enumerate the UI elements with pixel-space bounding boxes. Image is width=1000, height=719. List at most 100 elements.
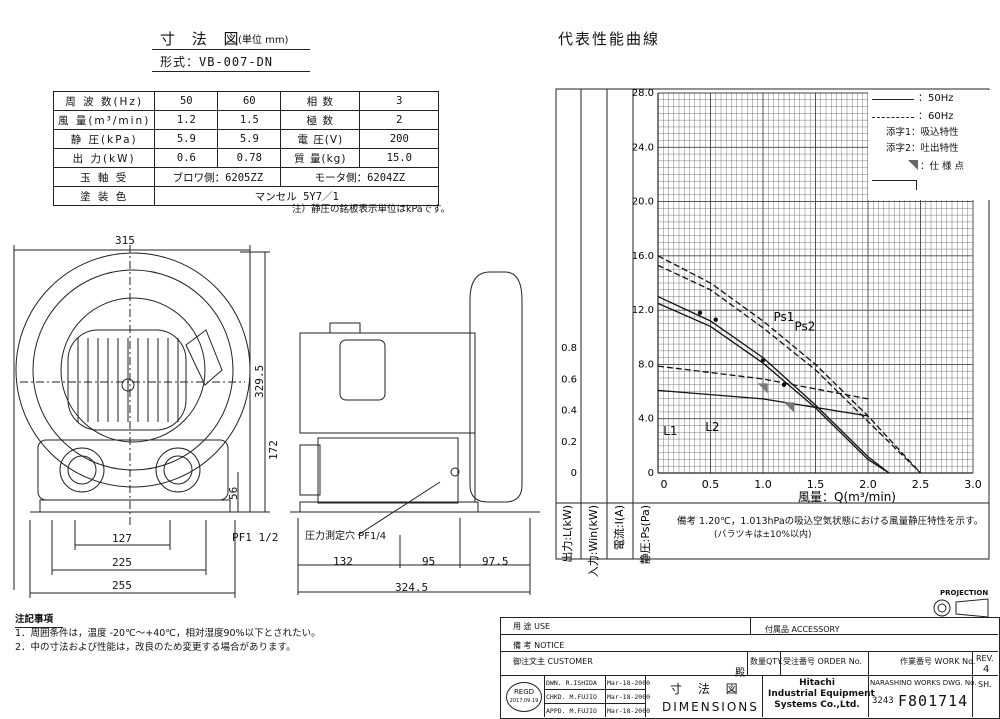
spec-cell-v2: 2 bbox=[359, 110, 440, 130]
spec-cell-label: 風 量(m³/min) bbox=[52, 110, 156, 130]
dim-127: 127 bbox=[112, 532, 132, 545]
spec-cell-label2: 相 数 bbox=[280, 91, 361, 111]
rev-label: REV. bbox=[976, 654, 994, 663]
spec-cell-label: 周 波 数(Hz) bbox=[52, 91, 156, 111]
notice-label: 備 考 NOTICE bbox=[513, 641, 565, 650]
legend-spec-point: ：仕 様 点 bbox=[920, 161, 965, 172]
rev-value: 4 bbox=[983, 664, 990, 675]
spec-cell-label: 出 力(kW) bbox=[52, 148, 156, 168]
spec-cell-v2: 15.0 bbox=[359, 148, 440, 168]
x-axis-label: 風量：Q(m³/min) bbox=[798, 490, 896, 504]
dimension-drawing bbox=[13, 245, 540, 598]
ps-tick-label: 8.0 bbox=[638, 359, 654, 370]
spec-point-icon bbox=[908, 160, 918, 170]
drawing-title-jp: 寸 法 図 bbox=[670, 682, 744, 696]
x-tick-label: 2.5 bbox=[912, 478, 930, 491]
ps-tick-label: 4.0 bbox=[638, 414, 654, 425]
chart-frame bbox=[555, 88, 990, 560]
dim-95: 95 bbox=[422, 555, 436, 568]
data-point bbox=[760, 358, 766, 363]
dim-56: 56 bbox=[227, 486, 240, 500]
projection-label: PROJECTION bbox=[940, 589, 989, 597]
spec-cell-v60: 5.9 bbox=[217, 129, 282, 149]
qty-label: 数量QTY. bbox=[750, 657, 783, 666]
power-tick-label: 0.8 bbox=[561, 343, 577, 354]
dim-132: 132 bbox=[333, 555, 353, 568]
dim-255: 255 bbox=[112, 579, 132, 592]
bearing-motor: モータ側：6204ZZ bbox=[280, 167, 440, 187]
dwg-number: F801714 bbox=[898, 692, 969, 710]
pressure-port-label: 圧力測定穴 PF1/4 bbox=[305, 531, 387, 542]
legend-50hz: ：50Hz bbox=[918, 93, 954, 104]
spec-cell-label2: 極 数 bbox=[280, 110, 361, 130]
customer-label: 御注文主 CUSTOMER bbox=[513, 657, 593, 666]
y-axis-label: 入力:Win(kW) bbox=[587, 505, 600, 577]
notes-title: 注記事項 bbox=[15, 614, 54, 625]
paint-label: 塗 装 色 bbox=[52, 186, 156, 206]
sheet-label: SH. bbox=[978, 680, 992, 689]
note-item-1: 1．周囲条件は，温度 -20℃～+40℃，相対湿度90%以下とされたい。 bbox=[15, 628, 321, 639]
chart-legend: ：50Hz ：60Hz 添字1：吸込特性 添字2：吐出特性 ：仕 様 点 bbox=[868, 90, 990, 200]
curve-label: L2 bbox=[705, 420, 719, 434]
curve-L1-50Hz bbox=[657, 389, 869, 417]
power-tick-label: 0 bbox=[571, 468, 577, 479]
spec-cell-v60: 1.5 bbox=[217, 110, 282, 130]
x-tick-label: 0 bbox=[661, 478, 668, 491]
pf-label: PF1 1/2 bbox=[232, 531, 279, 544]
dwn-row: DWN. R.ISHIDA bbox=[546, 679, 597, 687]
x-tick-label: 1.5 bbox=[807, 478, 825, 491]
dwn-date: Mar-18-2000 bbox=[607, 679, 651, 687]
performance-chart: 4.08.012.016.020.024.028.000.20.40.60.80… bbox=[555, 88, 990, 577]
dim-324-5: 324.5 bbox=[395, 581, 429, 594]
spec-cell-v50: 1.2 bbox=[154, 110, 219, 130]
spec-note: 注）静圧の銘板表示単位はkPaです。 bbox=[292, 204, 451, 215]
data-point bbox=[713, 317, 718, 322]
dono-label: 殿 bbox=[735, 668, 745, 679]
x-tick-label: 1.0 bbox=[754, 478, 772, 491]
spec-row: 塗 装 色マンセル 5Y7／1 bbox=[52, 186, 440, 206]
works-label: NARASHINO WORKS DWG. No. bbox=[870, 679, 977, 687]
curve-Ps1-50Hz bbox=[657, 295, 890, 474]
power-tick-label: 0.6 bbox=[561, 374, 577, 385]
model-underline bbox=[152, 71, 310, 72]
curve-Ps1-60Hz bbox=[657, 255, 921, 474]
x-tick-label: 0.5 bbox=[702, 478, 720, 491]
regd-stamp: REGD 2017.09.19 bbox=[506, 682, 542, 712]
legend-suffix2: 添字2：吐出特性 bbox=[886, 143, 959, 154]
bearing-blower: ブロワ側：6205ZZ bbox=[154, 167, 282, 187]
legend-60hz: ：60Hz bbox=[918, 111, 954, 122]
motor-body bbox=[299, 332, 476, 434]
use-label: 用 途 USE bbox=[513, 622, 551, 631]
power-tick-label: 0.4 bbox=[561, 406, 577, 417]
spec-cell-v50: 0.6 bbox=[154, 148, 219, 168]
data-point bbox=[781, 382, 787, 387]
spec-cell-label2: 電 圧(V) bbox=[280, 129, 361, 149]
curve-label: Ps1 bbox=[774, 310, 795, 324]
inlet-port-left bbox=[59, 447, 105, 493]
data-point bbox=[697, 310, 703, 316]
ps-tick-label: 16.0 bbox=[632, 251, 654, 262]
dwg-prefix: 3243 bbox=[872, 696, 894, 706]
ps-tick-label: 20.0 bbox=[632, 197, 654, 208]
spec-cell-v2: 3 bbox=[359, 91, 440, 111]
chart-note-1: 備考 1.20℃，1.013hPaの吸込空気状態における風量静圧特性を示す。 bbox=[677, 516, 984, 527]
dimension-unit: (単位 mm) bbox=[238, 35, 289, 46]
title-underline bbox=[152, 49, 310, 50]
spec-cell-v50: 5.9 bbox=[154, 129, 219, 149]
appd-row: APPD. M.FUJIO bbox=[546, 707, 597, 715]
spec-cell-v50: 50 bbox=[154, 91, 219, 111]
note-item-2: 2．中の寸法および性能は，改良のため変更する場合があります。 bbox=[15, 642, 296, 653]
y-axis-label: 静圧:Ps(Pa) bbox=[638, 505, 652, 564]
terminal-box bbox=[317, 437, 459, 504]
spec-cell-label2: 質 量(kg) bbox=[280, 148, 361, 168]
y-axis-label: 電流:I(A) bbox=[612, 505, 626, 550]
dim-225: 225 bbox=[112, 556, 132, 569]
fan-cover bbox=[469, 271, 523, 503]
dim-329-5: 329.5 bbox=[253, 364, 266, 398]
ps-tick-label: 0 bbox=[648, 468, 654, 479]
spec-cell-v2: 200 bbox=[359, 129, 440, 149]
